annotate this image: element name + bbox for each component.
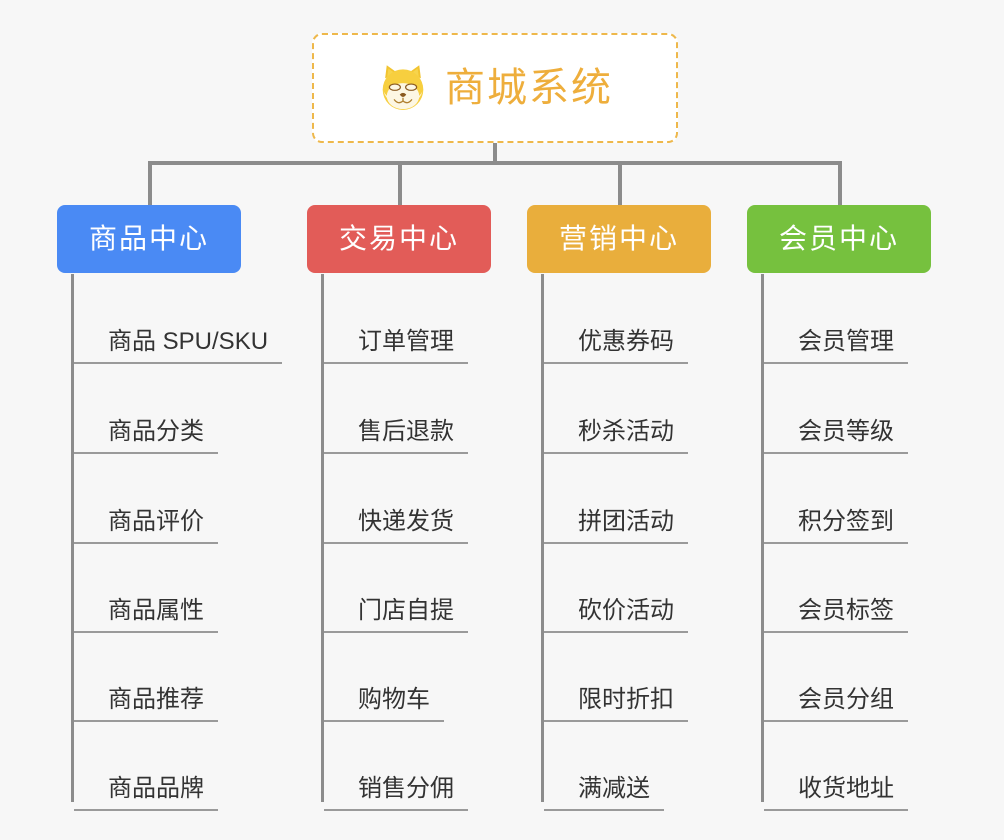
leaf-item[interactable]: 限时折扣 (544, 632, 688, 722)
leaf-label: 会员管理 (764, 328, 908, 364)
leaf-item[interactable]: 拼团活动 (544, 454, 688, 544)
branch-trunk-3 (541, 274, 544, 802)
leaf-label: 快递发货 (324, 508, 468, 544)
leaf-label: 拼团活动 (544, 508, 688, 544)
leaf-item[interactable]: 收货地址 (764, 721, 908, 811)
leaf-label: 商品推荐 (74, 686, 218, 722)
leaf-label: 商品分类 (74, 418, 218, 454)
leaf-label: 商品品牌 (74, 775, 218, 811)
leaf-item[interactable]: 购物车 (324, 632, 444, 722)
root-stem-connector (493, 143, 497, 165)
leaf-item[interactable]: 会员等级 (764, 364, 908, 454)
leaf-label: 商品评价 (74, 508, 218, 544)
leaf-label: 收货地址 (764, 775, 908, 811)
leaf-item[interactable]: 商品 SPU/SKU (74, 274, 283, 364)
root-title: 商城系统 (445, 66, 613, 110)
leaf-item[interactable]: 商品分类 (74, 364, 218, 454)
leaf-item[interactable]: 会员管理 (764, 274, 908, 364)
category-header-3[interactable]: 营销中心 (527, 205, 711, 273)
leaf-item[interactable]: 销售分佣 (324, 721, 468, 811)
category-label-2: 交易中心 (338, 223, 459, 254)
category-header-4[interactable]: 会员中心 (747, 205, 931, 273)
leaf-item[interactable]: 积分签到 (764, 454, 908, 544)
root-node-content: 商城系统 (377, 62, 613, 114)
leaf-item[interactable]: 门店自提 (324, 543, 468, 633)
category-header-1[interactable]: 商品中心 (57, 205, 241, 273)
leaf-item[interactable]: 订单管理 (324, 274, 468, 364)
leaf-label: 购物车 (324, 686, 444, 722)
leaf-item[interactable]: 秒杀活动 (544, 364, 688, 454)
shiba-dog-face-icon (382, 65, 424, 110)
leaf-label: 会员标签 (764, 597, 908, 633)
leaf-label: 会员分组 (764, 686, 908, 722)
root-node[interactable]: 商城系统 (312, 33, 678, 143)
branch-drop-connector-3 (618, 161, 622, 205)
leaf-item[interactable]: 商品推荐 (74, 632, 218, 722)
leaf-label: 满减送 (544, 775, 664, 811)
leaf-item[interactable]: 会员标签 (764, 543, 908, 633)
horizontal-bus-connector (150, 161, 842, 165)
category-label-3: 营销中心 (558, 223, 679, 254)
leaf-item[interactable]: 快递发货 (324, 454, 468, 544)
leaf-label: 订单管理 (324, 328, 468, 364)
branch-drop-connector-1 (148, 161, 152, 205)
leaf-label: 售后退款 (324, 418, 468, 454)
leaf-label: 优惠券码 (544, 328, 688, 364)
leaf-label: 秒杀活动 (544, 418, 688, 454)
leaf-label: 销售分佣 (324, 775, 468, 811)
leaf-label: 限时折扣 (544, 686, 688, 722)
leaf-item[interactable]: 会员分组 (764, 632, 908, 722)
category-header-2[interactable]: 交易中心 (307, 205, 491, 273)
leaf-item[interactable]: 商品品牌 (74, 721, 218, 811)
leaf-label: 门店自提 (324, 597, 468, 633)
branch-trunk-4 (761, 274, 764, 802)
leaf-label: 砍价活动 (544, 597, 688, 633)
branch-trunk-2 (321, 274, 324, 802)
leaf-label: 会员等级 (764, 418, 908, 454)
branch-drop-connector-4 (838, 161, 842, 205)
leaf-item[interactable]: 满减送 (544, 721, 664, 811)
branch-drop-connector-2 (398, 161, 402, 205)
leaf-item[interactable]: 优惠券码 (544, 274, 688, 364)
leaf-item[interactable]: 售后退款 (324, 364, 468, 454)
category-label-1: 商品中心 (88, 223, 209, 254)
leaf-item[interactable]: 砍价活动 (544, 543, 688, 633)
branch-trunk-1 (71, 274, 74, 802)
leaf-label: 商品属性 (74, 597, 218, 633)
leaf-label: 商品 SPU/SKU (74, 328, 283, 364)
leaf-label: 积分签到 (764, 508, 908, 544)
leaf-item[interactable]: 商品评价 (74, 454, 218, 544)
leaf-item[interactable]: 商品属性 (74, 543, 218, 633)
category-label-4: 会员中心 (778, 223, 899, 254)
